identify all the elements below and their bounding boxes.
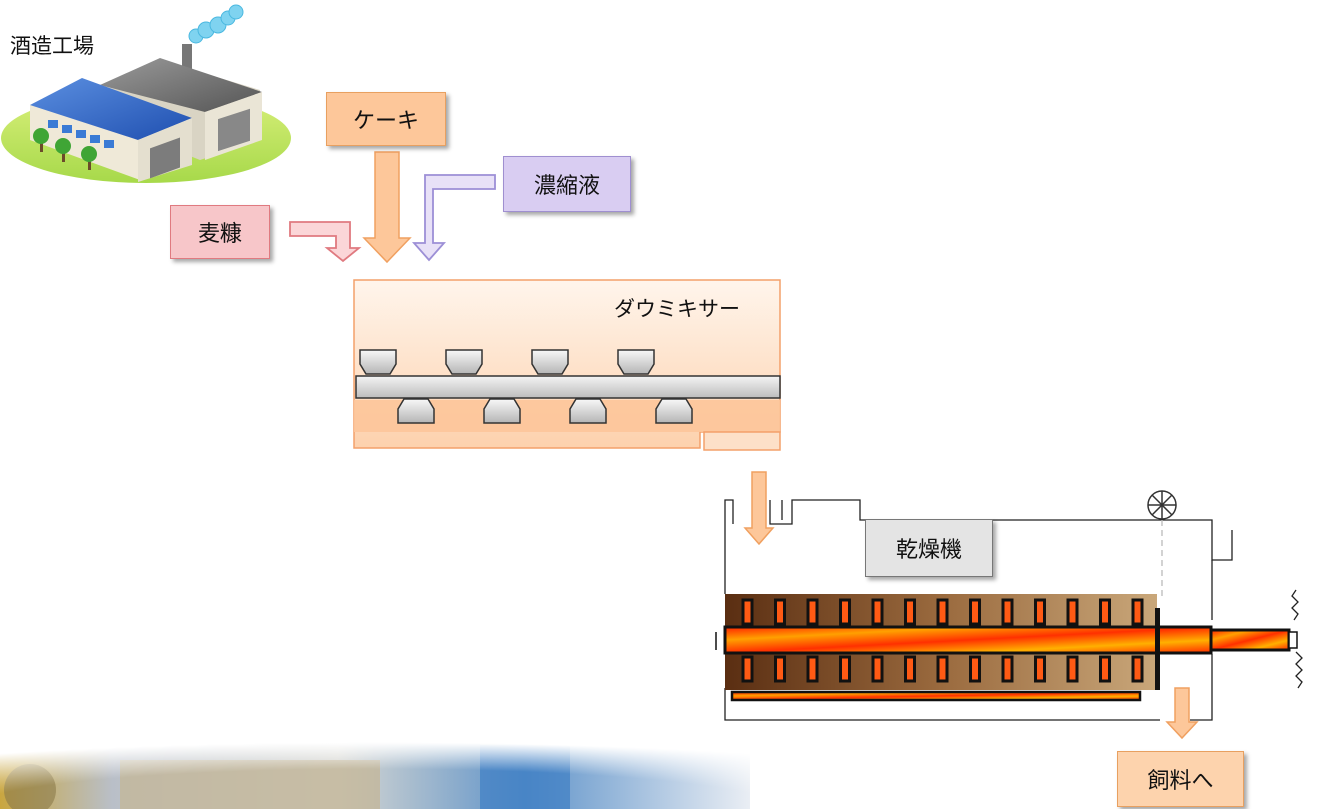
cloud-icon xyxy=(188,4,244,44)
dryer-fin xyxy=(904,598,916,626)
dryer-fin xyxy=(1001,598,1014,626)
factory-icon xyxy=(1,4,291,183)
dryer-fin xyxy=(969,598,981,626)
dryer-fin xyxy=(774,598,786,626)
dryer-label-box: 乾燥機 xyxy=(865,519,993,577)
concentrate-arrow xyxy=(412,174,496,262)
dryer-fin xyxy=(1034,598,1046,626)
cake-label-box: ケーキ xyxy=(326,92,446,146)
factory-title: 酒造工場 xyxy=(10,34,94,58)
mixer-label: ダウミキサー xyxy=(614,297,740,321)
dryer-fin xyxy=(839,655,851,683)
bran-label-box: 麦糠 xyxy=(170,205,270,259)
dryer xyxy=(724,490,1233,721)
bran-label: 麦糠 xyxy=(197,222,242,247)
dryer-fin xyxy=(806,598,819,626)
concentrate-label: 濃縮液 xyxy=(533,174,600,199)
dough-mixer xyxy=(353,279,781,451)
dryer-fin xyxy=(1131,598,1144,626)
dryer-label: 乾燥機 xyxy=(895,538,962,563)
dryer-fin xyxy=(774,655,786,683)
dryer-fin xyxy=(936,598,949,626)
dryer-fin xyxy=(741,598,754,626)
smokestack-icon xyxy=(182,44,192,78)
dryer-fin xyxy=(1099,598,1111,626)
dryer-fin xyxy=(1034,655,1046,683)
spring-icon xyxy=(1291,589,1303,689)
dryer-fin xyxy=(1131,655,1144,683)
dryer-fin xyxy=(871,655,884,683)
output-arrow xyxy=(1165,687,1199,740)
dryer-fin xyxy=(1001,655,1014,683)
dryer-fin xyxy=(969,655,981,683)
fan-icon xyxy=(1147,490,1177,520)
feed-label-box: 飼料へ xyxy=(1117,751,1244,807)
feed-label: 飼料へ xyxy=(1147,769,1214,794)
dryer-fin xyxy=(1099,655,1111,683)
dryer-fin xyxy=(871,598,884,626)
dryer-fin xyxy=(904,655,916,683)
dryer-drum xyxy=(715,589,1303,702)
cake-arrow xyxy=(362,151,412,264)
dryer-fin xyxy=(741,655,754,683)
dryer-fin xyxy=(936,655,949,683)
cake-label: ケーキ xyxy=(352,109,419,134)
dryer-fin xyxy=(839,598,851,626)
mixer-to-dryer-arrow xyxy=(743,471,775,546)
factory-photo xyxy=(0,735,750,809)
dryer-fin xyxy=(1066,655,1079,683)
dryer-fin xyxy=(806,655,819,683)
concentrate-label-box: 濃縮液 xyxy=(503,156,631,212)
dryer-fin xyxy=(1066,598,1079,626)
bran-arrow xyxy=(289,221,362,263)
